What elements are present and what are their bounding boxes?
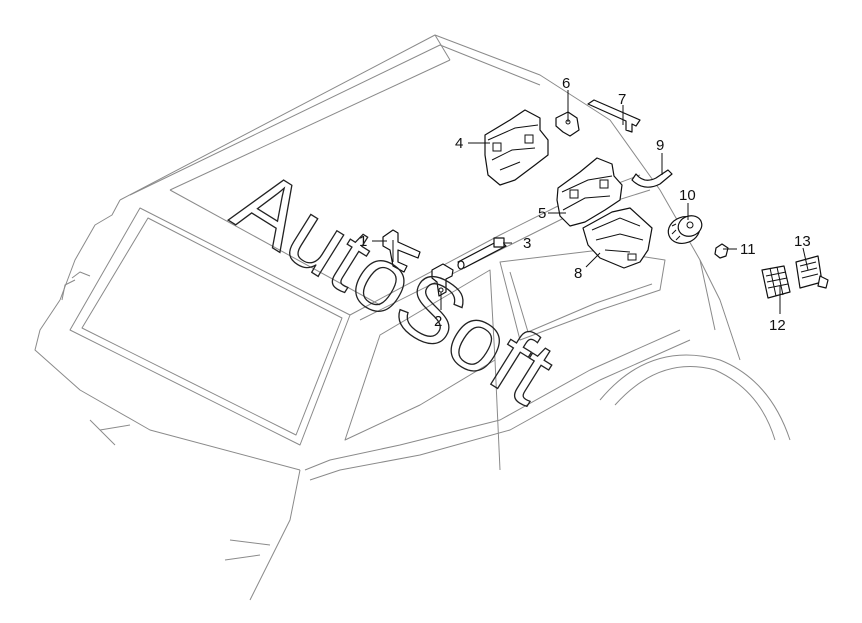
watermark-text: AutoSoft	[217, 150, 570, 424]
callout-5: 5	[538, 205, 546, 222]
callout-10: 10	[679, 187, 696, 204]
callout-12: 12	[769, 317, 786, 334]
callout-6: 6	[562, 75, 570, 92]
part-8-blower-housing	[582, 207, 653, 269]
callout-labels: 1 2 3 4 5 6 7 8 9 10 11 12 13	[359, 75, 811, 334]
callout-8: 8	[574, 265, 582, 282]
part-12-filter	[761, 265, 791, 299]
part-13-resistor	[795, 255, 829, 289]
part-6-clamp	[555, 111, 580, 137]
part-5-heater-housing	[556, 157, 623, 227]
part-7-strap	[587, 99, 641, 133]
part-3-duct	[457, 237, 507, 270]
part-10-blower-motor	[667, 215, 703, 244]
callout-4: 4	[455, 135, 463, 152]
vehicle-body-outline	[34, 34, 791, 601]
callout-2: 2	[434, 313, 442, 330]
callout-1: 1	[359, 233, 367, 250]
part-1-bracket	[382, 229, 421, 273]
callout-7: 7	[618, 91, 626, 108]
part-4-heater-housing	[484, 109, 549, 186]
callout-9: 9	[656, 137, 664, 154]
leader-lines	[372, 90, 809, 314]
callout-3: 3	[523, 235, 531, 252]
part-11-clip	[714, 243, 729, 259]
callout-13: 13	[794, 233, 811, 250]
callout-11: 11	[740, 241, 756, 258]
